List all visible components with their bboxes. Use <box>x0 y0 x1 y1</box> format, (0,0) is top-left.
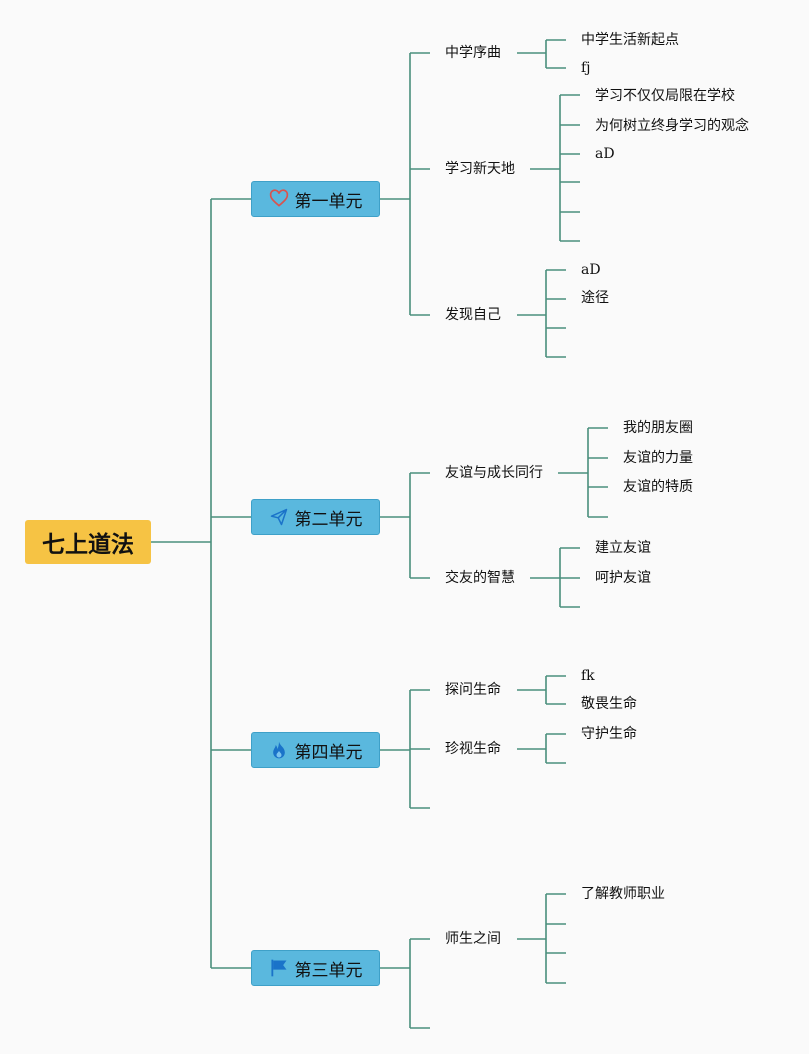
leaf-node[interactable]: 友谊的力量 <box>623 450 693 466</box>
leaf-node[interactable]: 敬畏生命 <box>581 696 637 712</box>
unit-label: 第二单元 <box>294 509 363 530</box>
leaf-node[interactable]: aD <box>581 262 601 278</box>
leaf-node[interactable]: fk <box>581 668 595 684</box>
unit-label: 第一单元 <box>294 191 363 212</box>
leaf-node[interactable]: 建立友谊 <box>595 540 651 556</box>
topic-node[interactable]: 珍视生命 <box>445 741 501 757</box>
unit-node-3[interactable]: 第四单元 <box>251 732 380 768</box>
leaf-node[interactable]: 守护生命 <box>581 726 637 742</box>
topic-node[interactable]: 中学序曲 <box>445 45 501 61</box>
leaf-node[interactable]: 中学生活新起点 <box>581 32 679 48</box>
leaf-node[interactable]: aD <box>595 146 615 162</box>
topic-node[interactable]: 探问生命 <box>445 682 501 698</box>
unit-label: 第四单元 <box>294 742 363 763</box>
unit-node-1[interactable]: 第一单元 <box>251 181 380 217</box>
root-label: 七上道法 <box>42 532 134 558</box>
unit-node-2[interactable]: 第二单元 <box>251 499 380 535</box>
topic-node[interactable]: 学习新天地 <box>445 161 515 177</box>
topic-node[interactable]: 友谊与成长同行 <box>445 465 543 481</box>
leaf-node[interactable]: 了解教师职业 <box>581 886 665 902</box>
leaf-node[interactable]: 学习不仅仅局限在学校 <box>595 88 735 104</box>
paper-plane-icon <box>269 507 289 527</box>
leaf-node[interactable]: 我的朋友圈 <box>623 420 693 436</box>
leaf-node[interactable]: 呵护友谊 <box>595 570 651 586</box>
topic-node[interactable]: 师生之间 <box>445 931 501 947</box>
flame-icon <box>269 740 289 760</box>
flag-icon <box>269 958 289 978</box>
topic-node[interactable]: 发现自己 <box>445 307 501 323</box>
leaf-node[interactable]: fj <box>581 60 591 76</box>
topic-node[interactable]: 交友的智慧 <box>445 570 515 586</box>
root-node[interactable]: 七上道法 <box>25 520 151 564</box>
leaf-node[interactable]: 途径 <box>581 290 609 306</box>
leaf-node[interactable]: 为何树立终身学习的观念 <box>595 118 749 134</box>
heart-icon <box>269 189 289 209</box>
leaf-node[interactable]: 友谊的特质 <box>623 479 693 495</box>
unit-node-4[interactable]: 第三单元 <box>251 950 380 986</box>
unit-label: 第三单元 <box>294 960 363 981</box>
